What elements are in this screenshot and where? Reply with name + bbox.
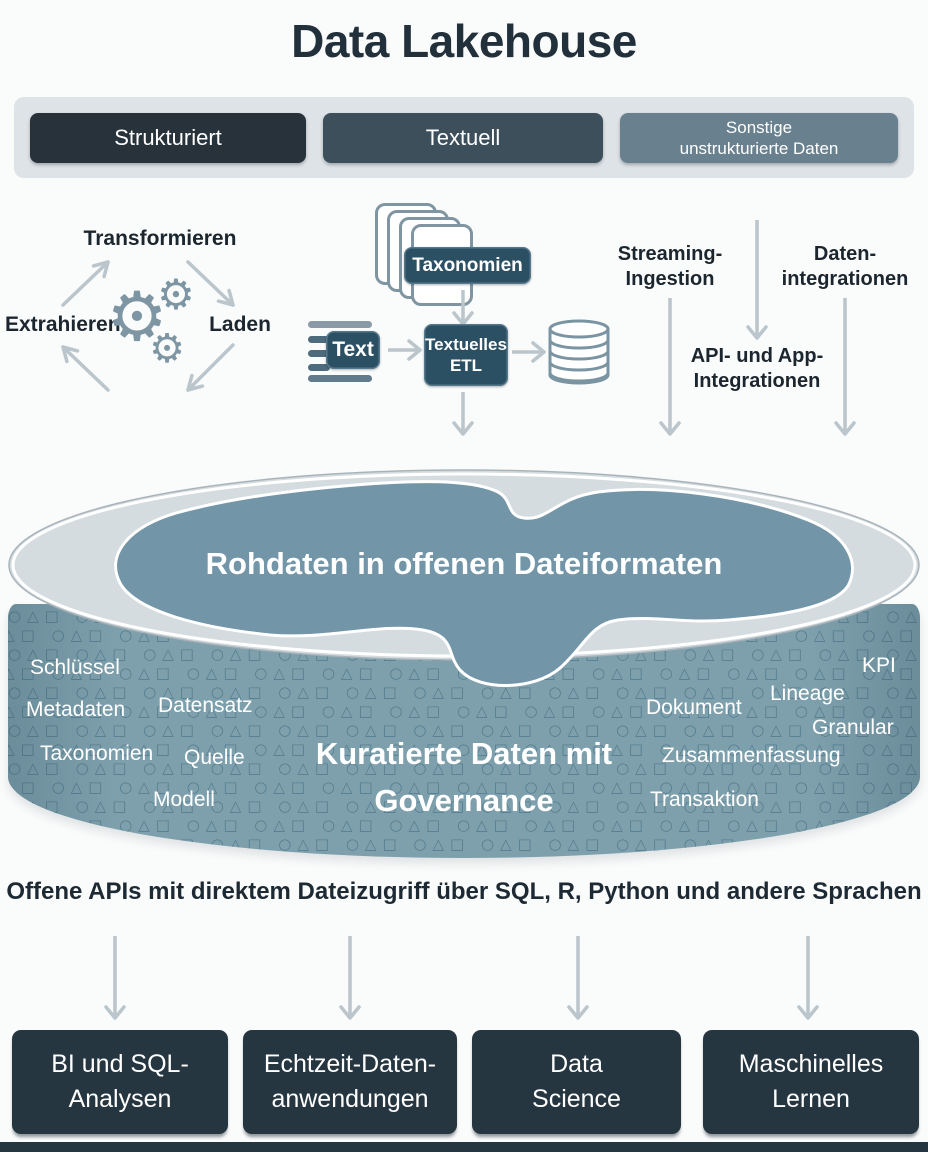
daten-integrationen-label: Daten- integrationen (781, 243, 909, 290)
lake-tag: Dokument (646, 696, 742, 719)
arrow-down-icon (834, 298, 856, 436)
taxonomies-box: Taxonomien (404, 247, 531, 284)
text-box-label: Text (332, 338, 374, 361)
database-icon (548, 319, 610, 385)
arrow-down-icon (746, 220, 768, 340)
arrow-down-icon (797, 936, 819, 1020)
streaming-ingestion-label: Streaming- Ingestion (617, 243, 723, 290)
consumer-box-label: Echtzeit-Daten- anwendungen (263, 1050, 437, 1113)
arrow-down-icon (452, 392, 474, 436)
lake-tag: Transaktion (650, 788, 759, 811)
lake-tag: Granular (812, 716, 894, 739)
lake-tag: Datensatz (158, 694, 253, 717)
arrow-right-icon (512, 341, 546, 363)
etl-cycle-label-extrahieren: Extrahieren (5, 313, 121, 336)
lake-tag: Schlüssel (30, 656, 120, 679)
chip-textuell-label: Textuell (425, 125, 501, 150)
raw-zone-label: Rohdaten in offenen Dateiformaten (205, 546, 723, 581)
etl-cycle-label-laden: Laden (209, 313, 271, 336)
arrow-down-icon (659, 298, 681, 436)
lake-blob (114, 480, 854, 687)
arrow-right-icon (388, 339, 422, 361)
consumer-box-label: BI und SQL- Analysen (51, 1050, 189, 1113)
etl-cycle-label-transformieren: Transformieren (83, 227, 237, 250)
consumer-box-label: Maschinelles Lernen (738, 1050, 884, 1113)
arrow-down-icon (104, 936, 126, 1020)
textual-etl-box: Textuelles ETL (424, 324, 508, 386)
lake-tag: Metadaten (26, 698, 126, 721)
arrow-down-icon (339, 936, 361, 1020)
api-caption: Offene APIs mit direktem Dateizugriff üb… (6, 878, 922, 905)
etl-cycle-arrows (61, 260, 235, 392)
lake-tag: KPI (862, 654, 896, 677)
consumer-box-label: Data Science (532, 1050, 621, 1113)
gear-icon: ⚙ (106, 279, 168, 355)
consumer-box-data-science: Data Science (472, 1030, 681, 1134)
gear-icon: ⚙ (157, 271, 195, 318)
api-app-integrationen-label: API- und App- Integrationen (690, 345, 824, 392)
consumer-box-echtzeit: Echtzeit-Daten- anwendungen (243, 1030, 457, 1134)
taxonomies-box-label: Taxonomien (412, 254, 523, 276)
chip-textuell: Textuell (323, 113, 603, 163)
lake-tag: Taxonomien (40, 742, 154, 765)
curated-zone-label: Kuratierte Daten mit Governance (315, 736, 613, 818)
chip-unstrukturierte-daten-label: Sonstige unstrukturierte Daten (679, 117, 839, 158)
lake-surface (8, 469, 920, 687)
lake-tag: Zusammenfassung (662, 744, 841, 767)
consumer-box-ml: Maschinelles Lernen (703, 1030, 919, 1134)
gear-icon: ⚙ (149, 327, 185, 371)
lake-tag: Quelle (184, 746, 245, 769)
chip-strukturiert-label: Strukturiert (114, 125, 222, 150)
textual-etl-box-label: Textuelles ETL (425, 334, 507, 375)
chip-strukturiert: Strukturiert (30, 113, 306, 163)
lake-tag: Lineage (770, 682, 845, 705)
source-type-bar: Strukturiert Textuell Sonstige unstruktu… (14, 97, 914, 178)
arrow-down-icon (452, 290, 474, 326)
consumer-box-bi-sql: BI und SQL- Analysen (12, 1030, 228, 1134)
bottom-strip (0, 1142, 928, 1152)
lake-tag: Modell (153, 788, 215, 811)
text-box: Text (326, 331, 380, 369)
chip-unstrukturierte-daten: Sonstige unstrukturierte Daten (620, 113, 898, 163)
arrow-down-icon (567, 936, 589, 1020)
page-title: Data Lakehouse (291, 15, 637, 67)
